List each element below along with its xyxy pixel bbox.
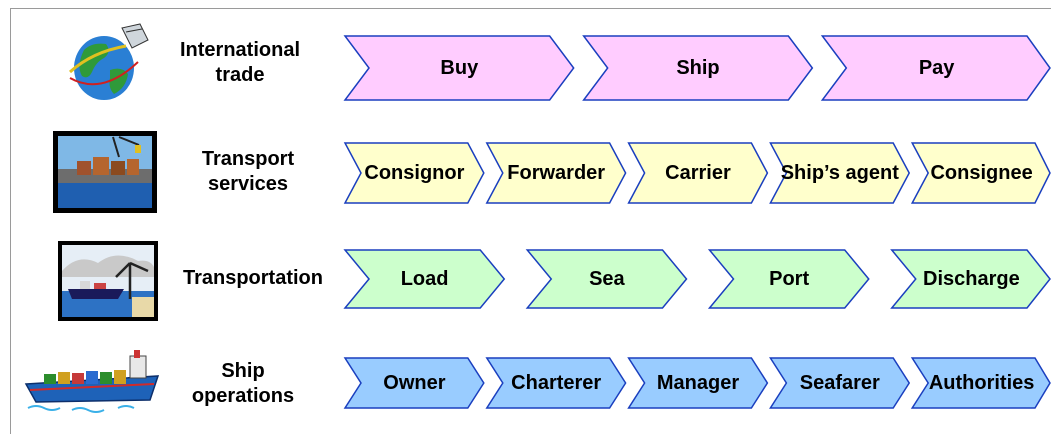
chevron-step (343, 35, 575, 101)
row-label-international-trade: International trade (165, 38, 315, 88)
row-label-line: trade (215, 64, 265, 86)
row-label-line: Ship (221, 360, 265, 382)
frame-left-border (10, 8, 11, 434)
chevron-step (707, 249, 870, 309)
chevron-step-label: Ship (676, 57, 720, 79)
chevron-step-label: Manager (656, 372, 740, 394)
chevron-step-label: Ship’s agent (780, 162, 899, 184)
chevron-step (485, 142, 627, 204)
chevron-step (485, 357, 627, 409)
row-label-line: services (207, 173, 289, 195)
chevron-step (910, 357, 1051, 409)
globe-icon (68, 23, 149, 100)
chevron-step-label: Sea (589, 268, 625, 290)
row-label-line: Transportation (182, 267, 323, 289)
row-label-line: operations (191, 385, 295, 407)
chevron-step (769, 357, 911, 409)
chevron-step-label: Buy (440, 57, 479, 79)
chevron-step (343, 142, 485, 204)
chevron-step-label: Port (769, 268, 810, 290)
port-crane-ship-icon (58, 241, 158, 321)
frame-top-border (10, 8, 1051, 9)
row-label-line: International (179, 39, 300, 61)
chevron-step (627, 142, 769, 204)
chevron-step (769, 142, 911, 204)
chevron-step (525, 249, 688, 309)
chevron-step (890, 249, 1051, 309)
chevron-step-label: Seafarer (799, 372, 880, 394)
chevron-step-label: Charterer (511, 372, 602, 394)
container-ship-icon (24, 350, 160, 413)
row-label-line: Transport (201, 148, 295, 170)
chevron-step-label: Pay (918, 57, 955, 79)
chevron-step-label: Owner (383, 372, 446, 394)
chevron-step-label: Authorities (928, 372, 1035, 394)
chevron-step (343, 249, 506, 309)
row-label-transport-services: Transport services (178, 147, 318, 197)
chevron-step-label: Discharge (923, 268, 1020, 290)
chevron-step (343, 357, 485, 409)
chevron-step-label: Carrier (665, 162, 731, 184)
chevron-step (820, 35, 1051, 101)
harbor-cargo-icon (53, 131, 157, 213)
chevron-step-label: Consignee (930, 162, 1033, 184)
chevron-step (627, 357, 769, 409)
chevron-step (910, 142, 1051, 204)
chevron-step (582, 35, 814, 101)
chevron-step-label: Load (400, 268, 449, 290)
chevron-step-label: Consignor (364, 162, 465, 184)
chevron-step-label: Forwarder (507, 162, 606, 184)
row-label-ship-operations: Ship operations (178, 359, 308, 409)
row-label-transportation: Transportation (168, 266, 338, 291)
